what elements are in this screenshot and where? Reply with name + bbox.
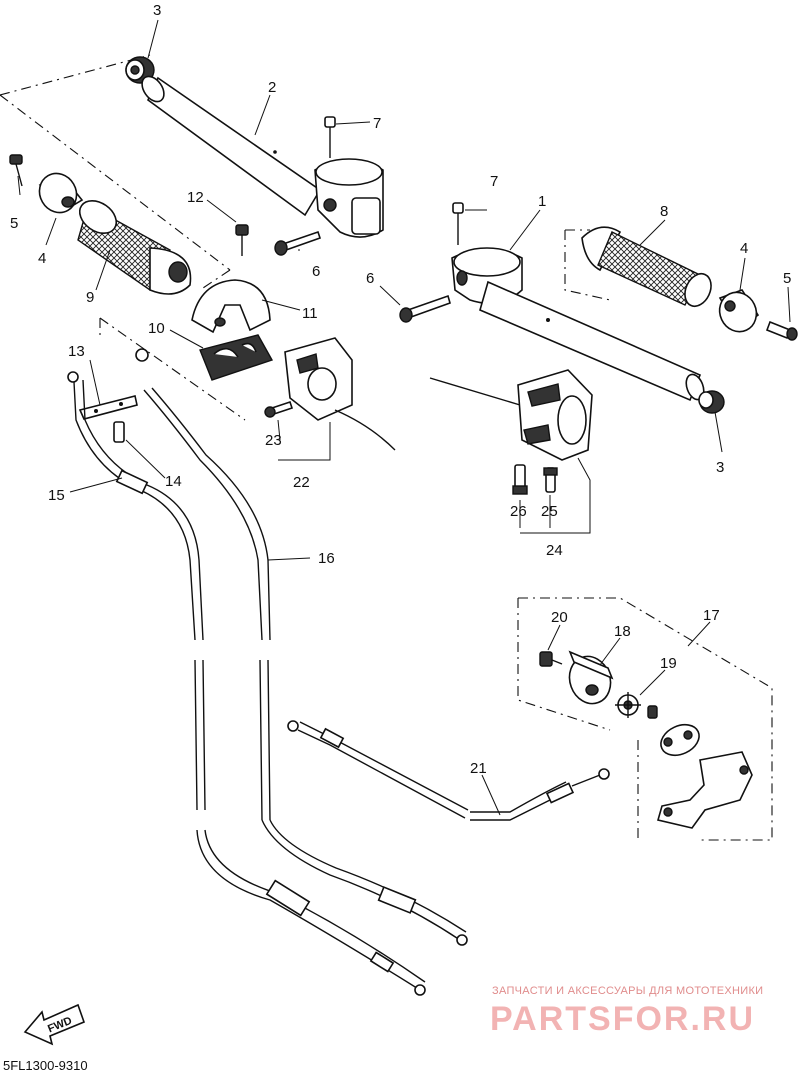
bolt-top-right <box>452 202 464 245</box>
callout-12: 12 <box>187 189 204 206</box>
clamp-screw <box>235 224 249 256</box>
callout-1: 1 <box>538 193 546 210</box>
callout-10: 10 <box>148 320 165 337</box>
group-outline-throttle-assembly <box>517 597 773 841</box>
callout-11: 11 <box>302 305 318 322</box>
callout-14: 14 <box>165 473 182 490</box>
cable-bracket <box>78 395 138 420</box>
throttle-cable-15 <box>67 371 426 996</box>
throttle-screw-20 <box>539 651 563 667</box>
callout-23: 23 <box>265 432 282 449</box>
left-grip <box>77 199 192 295</box>
throttle-cable-21 <box>287 720 610 821</box>
callout-5-left: 5 <box>10 215 18 232</box>
callout-15: 15 <box>48 487 65 504</box>
cable-end-fitting-14 <box>113 421 125 443</box>
group-outline-clamp <box>99 317 246 421</box>
bar-end-weight-right <box>698 390 725 414</box>
switch-screw-left <box>264 400 294 418</box>
switch-clamp-lower <box>199 334 274 381</box>
callout-25: 25 <box>541 503 558 520</box>
throttle-cam <box>660 723 700 757</box>
throttle-pulley-18 <box>568 650 614 705</box>
throttle-cable-16 <box>135 348 468 946</box>
callout-7-right: 7 <box>490 173 498 190</box>
callout-6-left: 6 <box>312 263 320 280</box>
left-switch-housing <box>284 337 396 451</box>
callout-26: 26 <box>510 503 527 520</box>
group-outline-right-grip <box>564 229 611 301</box>
callout-21: 21 <box>470 760 487 777</box>
bar-end-right <box>718 289 760 333</box>
callout-5-right: 5 <box>783 270 791 287</box>
bar-end-left <box>38 172 84 214</box>
callout-8: 8 <box>660 203 668 220</box>
end-screw-right <box>765 320 798 341</box>
callout-4-right: 4 <box>740 240 748 257</box>
watermark-brand: PARTSFOR.RU <box>490 1000 755 1038</box>
callout-24: 24 <box>546 542 563 559</box>
end-screw-left <box>9 154 23 187</box>
right-grip <box>581 226 712 308</box>
left-handlebar-tube <box>141 75 322 217</box>
throttle-gear-19 <box>615 692 641 718</box>
diagram-code: 5FL1300-9310 <box>3 1058 88 1073</box>
callout-2: 2 <box>268 79 276 96</box>
bolt-top-left <box>324 116 336 158</box>
leader-lines <box>17 19 791 816</box>
watermark: ЗАПЧАСТИ И АКСЕССУАРЫ ДЛЯ МОТОТЕХНИКИ PA… <box>490 985 763 1038</box>
left-clamp-holder <box>314 158 384 238</box>
callout-6-right: 6 <box>366 270 374 287</box>
pinch-bolt-left <box>274 230 322 256</box>
callout-4-left: 4 <box>38 250 46 267</box>
callout-labels: 3 2 7 5 4 9 12 6 11 10 13 23 22 14 15 16… <box>10 2 791 777</box>
callout-13: 13 <box>68 343 85 360</box>
callout-9: 9 <box>86 289 94 306</box>
callout-3-top: 3 <box>153 2 161 19</box>
right-switch-housing <box>429 369 593 461</box>
group-outline-left-handlebar <box>0 54 231 291</box>
callout-16: 16 <box>318 550 335 567</box>
switch-screw-25 <box>543 467 558 493</box>
callout-19: 19 <box>660 655 677 672</box>
callout-3-right: 3 <box>716 459 724 476</box>
callout-20: 20 <box>551 609 568 626</box>
forward-direction-arrow: FWD <box>23 1003 86 1046</box>
switch-screw-26 <box>512 464 528 495</box>
throttle-bracket <box>657 751 753 829</box>
right-handlebar-tube <box>479 280 705 402</box>
callout-17: 17 <box>703 607 720 624</box>
watermark-subtitle: ЗАПЧАСТИ И АКСЕССУАРЫ ДЛЯ МОТОТЕХНИКИ <box>492 985 763 997</box>
pinch-bolt-right <box>399 294 451 323</box>
callout-22: 22 <box>293 474 310 491</box>
callout-7-left: 7 <box>373 115 381 132</box>
callout-18: 18 <box>614 623 631 640</box>
switch-clamp-upper <box>191 279 271 334</box>
throttle-screw-19b <box>647 705 658 719</box>
